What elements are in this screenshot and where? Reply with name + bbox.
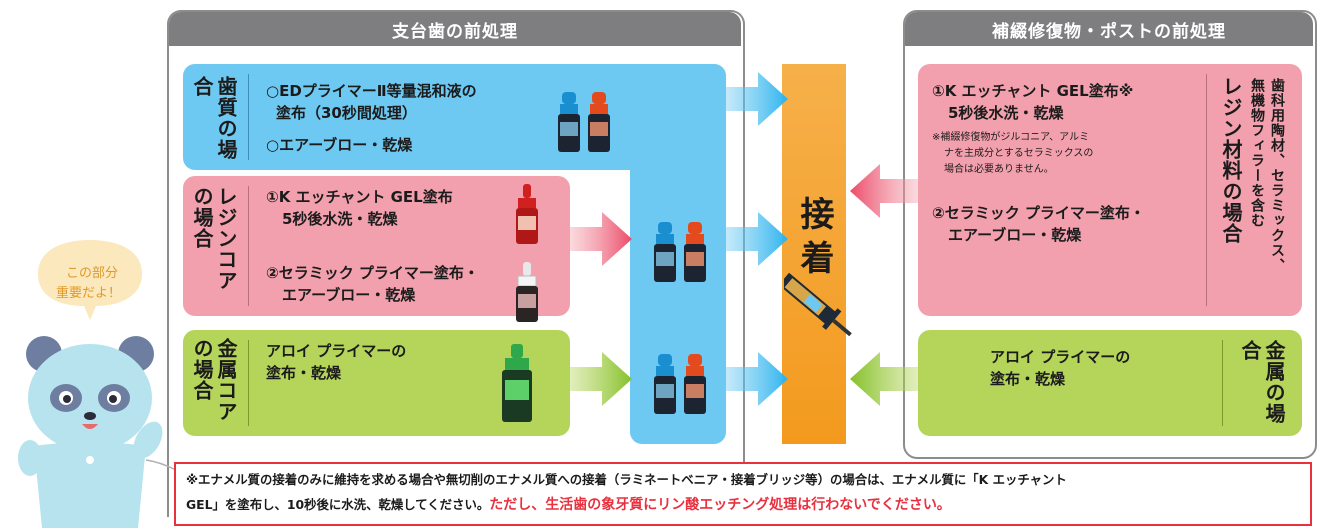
bottle-pair-lower xyxy=(652,354,712,420)
metal-core-divider xyxy=(248,340,249,426)
tooth-case-label: 歯質の場合 xyxy=(190,76,238,160)
metal-right-step-line1: アロイ プライマーの xyxy=(990,348,1131,366)
ceramic-step2-line1: ②セラミック プライマー塗布・ xyxy=(932,204,1145,222)
bubble-text-line1: この部分 xyxy=(66,266,119,281)
tooth-case-box xyxy=(183,64,726,170)
metal-core-step-line2: 塗布・乾燥 xyxy=(266,364,342,382)
footnote-line2-red: ただし、生活歯の象牙質にリン酸エッチング処理は行わないでください。 xyxy=(489,497,951,513)
ceramic-case-box xyxy=(918,64,1302,316)
metal-core-label: 金属コアの場合 xyxy=(190,338,238,422)
bottle-alloy-core xyxy=(500,344,534,428)
footnote-line2: GEL」を塗布し、10秒後に水洗、乾燥してください。ただし、生活歯の象牙質にリン… xyxy=(186,494,951,514)
bottle-pair-middle xyxy=(652,222,712,288)
footnote-line1: ※エナメル質の接着のみに維持を求める場合や無切削のエナメル質への接着（ラミネート… xyxy=(186,472,1067,487)
adhesion-label: 接着 xyxy=(794,196,834,284)
tooth-case-step1-line1: ○EDプライマーⅡ等量混和液の xyxy=(266,82,477,100)
speech-bubble xyxy=(38,240,142,320)
ceramic-label-col3: レジン材料の場合 xyxy=(1219,76,1243,244)
metal-right-label: 金属の場合 xyxy=(1238,340,1286,424)
arrow-tooth-to-adhesion xyxy=(726,72,788,126)
ceramic-divider xyxy=(1206,74,1207,306)
adhesion-column xyxy=(782,64,846,444)
resin-core-step1-line1: ①K エッチャント GEL塗布 xyxy=(266,188,453,206)
ceramic-note-line1: ※補綴修復物がジルコニア、アルミ xyxy=(932,132,1090,143)
bottle-pair-tooth xyxy=(556,92,616,158)
arrow-blue-to-adhesion-mid xyxy=(726,212,788,266)
syringe-image xyxy=(784,272,852,337)
metal-right-step-line2: 塗布・乾燥 xyxy=(990,370,1066,388)
resin-core-step2-line2: エアーブロー・乾燥 xyxy=(282,286,416,304)
resin-core-divider xyxy=(248,186,249,306)
arrow-blue-to-adhesion-low xyxy=(726,352,788,406)
metal-right-divider xyxy=(1222,340,1223,426)
arrow-ceramic-to-adhesion xyxy=(850,164,918,218)
ceramic-note-line2: ナを主成分とするセラミックスの xyxy=(944,148,1094,159)
footnote-pointer xyxy=(146,459,177,471)
resin-core-step2-line1: ②セラミック プライマー塗布・ xyxy=(266,264,479,282)
ceramic-step1-line2: 5秒後水洗・乾燥 xyxy=(948,104,1064,122)
metal-core-step-line1: アロイ プライマーの xyxy=(266,342,407,360)
ceramic-label-col1: 歯科用陶材、セラミックス、 xyxy=(1269,78,1285,273)
right-panel-title: 補綴修復物・ポストの前処理 xyxy=(905,12,1313,46)
arrow-metal-to-blue xyxy=(570,352,632,406)
left-panel-title: 支台歯の前処理 xyxy=(169,12,741,46)
tooth-case-divider xyxy=(248,74,249,160)
ceramic-note-line3: 場合は必要ありません。 xyxy=(944,164,1054,175)
bubble-text-line2: 重要だよ！ xyxy=(56,286,122,301)
resin-core-step1-line2: 5秒後水洗・乾燥 xyxy=(282,210,398,228)
tooth-case-step1-line2: 塗布（30秒間処理） xyxy=(276,104,417,122)
arrow-resin-to-blue xyxy=(570,212,632,266)
ceramic-step1-line1: ①K エッチャント GEL塗布※ xyxy=(932,82,1134,100)
ceramic-label-col2: 無機物フィラーを含む xyxy=(1249,78,1265,228)
arrow-metal-right-to-adhesion xyxy=(850,352,918,406)
resin-core-label: レジンコアの場合 xyxy=(190,186,238,291)
tooth-case-step2: ○エアーブロー・乾燥 xyxy=(266,136,413,154)
panda-mascot-icon xyxy=(18,336,163,528)
footnote-line2-black: GEL」を塗布し、10秒後に水洗、乾燥してください。 xyxy=(186,497,490,512)
bottle-etchant-resin xyxy=(514,184,540,250)
bottle-ceramic-resin xyxy=(514,262,540,328)
resin-core-case-box xyxy=(183,176,570,316)
metal-right-case-box xyxy=(918,330,1302,436)
ceramic-step2-line2: エアーブロー・乾燥 xyxy=(948,226,1082,244)
footnote-box xyxy=(174,462,1312,526)
